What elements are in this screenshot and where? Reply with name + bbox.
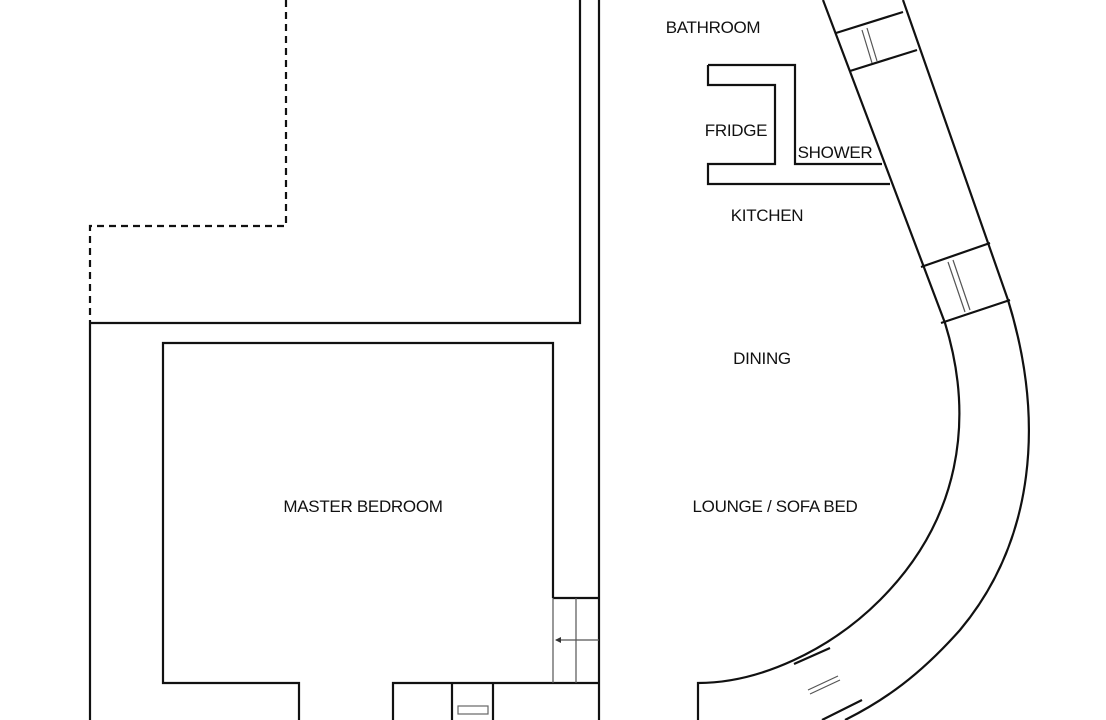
door-bedroom <box>552 598 599 683</box>
fridge-shower-wall <box>706 63 890 186</box>
window-bottom-left <box>457 705 489 715</box>
bedroom-bottom-wall <box>391 596 599 720</box>
window-bottom-right <box>793 646 863 720</box>
room-label-dining: DINING <box>733 349 791 368</box>
room-label-lounge: LOUNGE / SOFA BED <box>692 497 858 516</box>
curved-outer-wall <box>844 0 1030 720</box>
window-top <box>835 10 918 73</box>
upper-left-room-wall <box>88 0 582 720</box>
room-label-shower: SHOWER <box>797 143 873 162</box>
curved-inner-wall <box>696 0 961 720</box>
room-label-kitchen: KITCHEN <box>730 206 804 225</box>
window-middle <box>920 241 1011 325</box>
room-label-bathroom: BATHROOM <box>665 18 761 37</box>
dashed-outline <box>88 0 288 323</box>
room-label-master-bedroom: MASTER BEDROOM <box>283 497 443 516</box>
master-bedroom-wall <box>161 341 555 720</box>
room-label-fridge: FRIDGE <box>704 121 768 140</box>
